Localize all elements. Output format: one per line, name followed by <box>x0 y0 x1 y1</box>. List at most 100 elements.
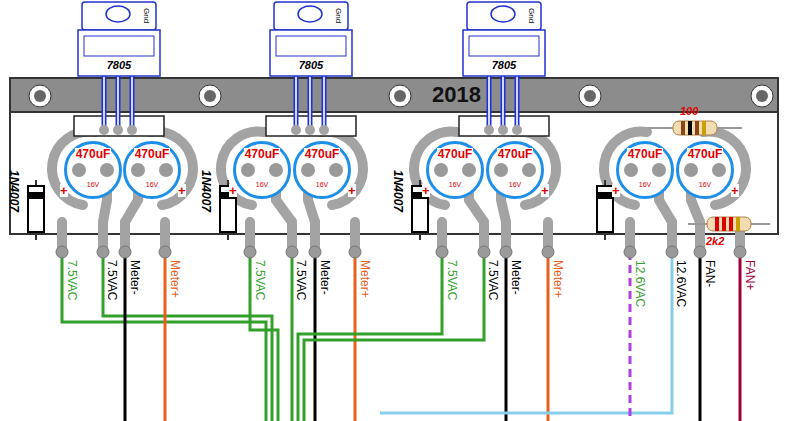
wire <box>304 252 484 421</box>
capacitance: 470uF <box>437 148 474 160</box>
mounting-hole <box>389 85 411 107</box>
wire <box>291 252 294 421</box>
capacitor: 470uF 16V <box>293 141 351 199</box>
regulator-body <box>463 30 545 76</box>
signal-name: 12.6VAC <box>634 260 646 307</box>
part-number: 7805 <box>492 60 516 71</box>
wire <box>547 252 550 421</box>
capacitor-pad <box>131 163 145 177</box>
regulator-lead <box>131 76 133 130</box>
wire-pad <box>436 246 448 258</box>
signal-name: 7.5VAC <box>487 260 499 300</box>
wire <box>164 252 167 421</box>
signal-name: Meter- <box>129 260 141 295</box>
resistor-symbol <box>722 217 726 231</box>
regulator-lead <box>116 76 121 130</box>
regulator-lead <box>103 76 105 130</box>
wire <box>380 252 672 413</box>
signal-name: FAN- <box>704 260 716 287</box>
capacitance: 470uF <box>134 148 171 160</box>
regulator-lead <box>516 76 518 130</box>
regulator-lead <box>322 76 327 130</box>
pcb-board <box>10 78 778 234</box>
regulator-pad <box>99 125 109 135</box>
voltage-rating: 16V <box>639 181 651 188</box>
pin-name: Gnd <box>142 8 150 23</box>
diode-band <box>28 192 44 199</box>
signal-name: Meter+ <box>552 260 564 298</box>
wire <box>699 252 702 421</box>
wire-pad <box>56 246 68 258</box>
wire <box>103 252 272 421</box>
signal-name: 7.5VAC <box>446 260 458 300</box>
signal-name: Meter+ <box>359 260 371 298</box>
wire <box>314 252 317 421</box>
regulator-tab <box>274 2 348 30</box>
capacitor-body <box>427 142 483 198</box>
capacitor-body <box>487 142 543 198</box>
mounting-hole <box>394 90 406 102</box>
regulator-pad <box>291 125 301 135</box>
regulator-tab <box>467 2 541 30</box>
capacitor-pad <box>684 163 698 177</box>
wire-pad <box>542 246 554 258</box>
capacitor: 470uF 16V <box>486 141 544 199</box>
regulator-lead <box>515 76 520 130</box>
resistor-value: 2k2 <box>706 236 724 247</box>
regulator-lead <box>502 76 504 130</box>
board-strip <box>10 78 778 112</box>
mounting-hole <box>204 90 216 102</box>
mounting-hole <box>34 90 46 102</box>
polarity-mark: + <box>731 184 739 197</box>
polarity-mark: + <box>178 184 186 197</box>
wire-pad <box>666 246 678 258</box>
wire-pad <box>159 246 171 258</box>
diode-symbol <box>597 186 613 232</box>
mounting-hole <box>199 85 221 107</box>
capacitor-pad <box>652 163 666 177</box>
capacitor-pad <box>301 163 315 177</box>
regulator-pad <box>305 125 315 135</box>
voltage-rating: 16V <box>316 181 328 188</box>
resistor-symbol <box>729 217 733 231</box>
resistor-symbol <box>688 121 692 135</box>
voltage-rating: 16V <box>449 181 461 188</box>
capacitor-body <box>677 142 733 198</box>
regulator-7805: 7805Gnd <box>270 2 352 76</box>
capacitor: 470uF 16V <box>426 141 484 199</box>
regulator-lead <box>102 76 107 130</box>
resistor-symbol <box>681 121 685 135</box>
regulator-pad <box>319 125 329 135</box>
mounting-hole <box>756 90 768 102</box>
board-year: 2018 <box>432 84 481 106</box>
signal-name: Meter- <box>510 260 522 295</box>
resistor-value: 100 <box>680 106 698 117</box>
voltage-rating: 16V <box>509 181 521 188</box>
capacitor-body <box>65 142 121 198</box>
wire <box>124 252 127 421</box>
resistor-symbol <box>673 121 717 135</box>
regulator-lead <box>501 76 506 130</box>
capacitor-body <box>124 142 180 198</box>
capacitance: 470uF <box>497 148 534 160</box>
mounting-hole <box>751 85 773 107</box>
regulator-lead <box>117 76 119 130</box>
resistor-symbol <box>715 217 719 231</box>
mounting-hole <box>579 85 601 107</box>
capacitance: 470uF <box>304 148 341 160</box>
regulator-lead <box>487 76 492 130</box>
wire-pad <box>500 246 512 258</box>
wire <box>629 252 632 421</box>
signal-name: Meter+ <box>169 260 181 298</box>
pin-name: Gnd <box>527 8 535 23</box>
wire-pad <box>97 246 109 258</box>
part-number: 7805 <box>107 60 131 71</box>
regulator-7805: 7805 Gnd <box>463 2 545 76</box>
resistor-symbol <box>707 217 751 231</box>
capacitor-pad <box>434 163 448 177</box>
regulator-lead <box>295 76 297 130</box>
polarity-mark: + <box>541 184 549 197</box>
polarity-mark: + <box>348 184 356 197</box>
regulator-7805: 7805 Gnd <box>78 2 160 76</box>
capacitor: 470uF16V <box>123 141 181 199</box>
